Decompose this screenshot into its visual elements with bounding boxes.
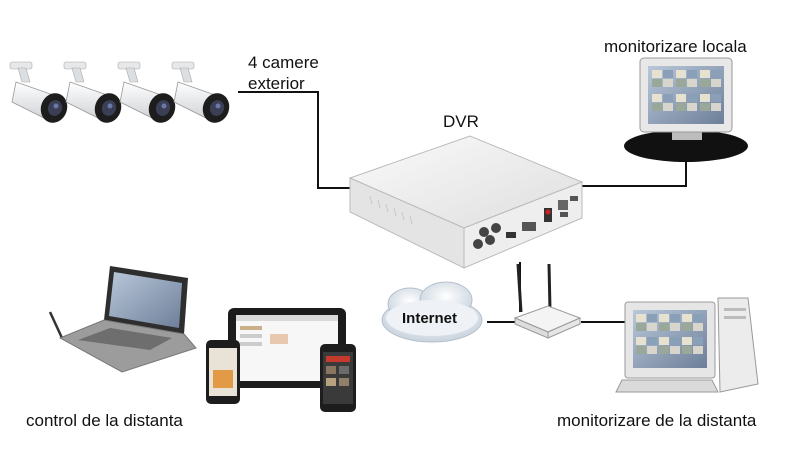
laptop-icon xyxy=(48,266,197,373)
tablet-icon xyxy=(228,308,346,388)
desktop-pc-icon xyxy=(615,297,759,393)
dvr-box-icon xyxy=(348,135,584,269)
crt-monitor-icon xyxy=(624,57,748,162)
label-remote-monitor: monitorizare de la distanta xyxy=(557,411,757,430)
bullet-camera-icon xyxy=(9,61,234,128)
line-cameras-dvr xyxy=(238,91,350,189)
cloud-icon xyxy=(381,281,483,343)
smartphone-icon xyxy=(206,340,356,412)
label-cameras-line1: 4 camere xyxy=(248,53,319,72)
wifi-router-icon xyxy=(513,263,582,339)
label-local-monitor: monitorizare locala xyxy=(604,37,747,56)
label-internet: Internet xyxy=(402,310,458,327)
label-remote-control: control de la distanta xyxy=(26,411,183,430)
label-cameras-line2: exterior xyxy=(248,74,305,93)
label-dvr: DVR xyxy=(443,112,479,131)
